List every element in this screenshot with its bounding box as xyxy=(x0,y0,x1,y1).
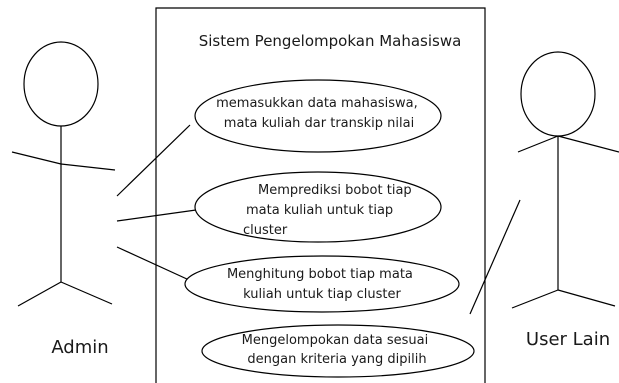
svg-text:Mengelompokan data sesuai: Mengelompokan data sesuai dengan kriteri… xyxy=(242,333,433,367)
admin-head xyxy=(23,41,99,127)
actor-user-lain-label: User Lain xyxy=(526,329,610,350)
system-title: Sistem Pengelompokan Mahasiswa xyxy=(199,32,462,50)
use-case-ellipse xyxy=(201,324,475,378)
use-case-input-data: memasukkan data mahasiswa, mata kuliah d… xyxy=(194,79,442,153)
user-lain-arm-right xyxy=(557,135,619,153)
use-case-text-line: mata kuliah untuk tiap xyxy=(246,203,393,218)
actor-user-lain xyxy=(511,51,619,309)
svg-text:Menghitung bobot tiap mata: Menghitung bobot tiap mata kuliah untuk … xyxy=(227,267,417,302)
associations xyxy=(116,124,521,315)
use-case-text-line: memasukkan data mahasiswa, xyxy=(216,96,418,111)
use-case-text-line: kuliah untuk tiap cluster xyxy=(243,287,401,302)
use-case-text-line: Memprediksi bobot tiap xyxy=(258,183,412,198)
svg-text:Memprediksi bobot tiap m: Memprediksi bobot tiap mata kuliah untuk… xyxy=(243,183,416,238)
association-user-lain-uc4 xyxy=(469,199,521,315)
association-admin-uc2 xyxy=(116,209,197,222)
actor-admin-label: Admin xyxy=(51,337,108,358)
use-case-group-data: Mengelompokan data sesuai dengan kriteri… xyxy=(201,324,475,378)
use-case-text-line: Mengelompokan data sesuai xyxy=(242,333,429,348)
association-admin-uc3 xyxy=(116,246,201,286)
use-case-text-line: Menghitung bobot tiap mata xyxy=(227,267,413,282)
actor-admin xyxy=(11,41,116,307)
admin-leg-left xyxy=(17,281,62,307)
use-case-ellipse xyxy=(184,255,460,313)
user-lain-arm-left xyxy=(517,135,559,153)
use-case-ellipse xyxy=(194,79,442,153)
use-case-predict-weight: Memprediksi bobot tiap mata kuliah untuk… xyxy=(194,171,442,243)
svg-text:memasukkan data mahasiswa,: memasukkan data mahasiswa, mata kuliah d… xyxy=(216,96,422,131)
user-lain-leg-right xyxy=(557,289,616,307)
use-case-ellipse xyxy=(194,171,442,243)
admin-arm-right xyxy=(60,163,116,171)
use-case-calculate-weight: Menghitung bobot tiap mata kuliah untuk … xyxy=(184,255,460,313)
admin-arm-left xyxy=(11,151,62,165)
use-case-text-line: mata kuliah dar transkip nilai xyxy=(224,116,414,131)
use-case-text-line: cluster xyxy=(243,223,288,238)
use-case-text-line: dengan kriteria yang dipilih xyxy=(247,352,426,367)
system-boundary xyxy=(155,7,486,383)
admin-leg-right xyxy=(60,281,113,305)
association-admin-uc1 xyxy=(116,124,191,197)
user-lain-leg-left xyxy=(511,289,559,309)
user-lain-head xyxy=(520,51,596,137)
